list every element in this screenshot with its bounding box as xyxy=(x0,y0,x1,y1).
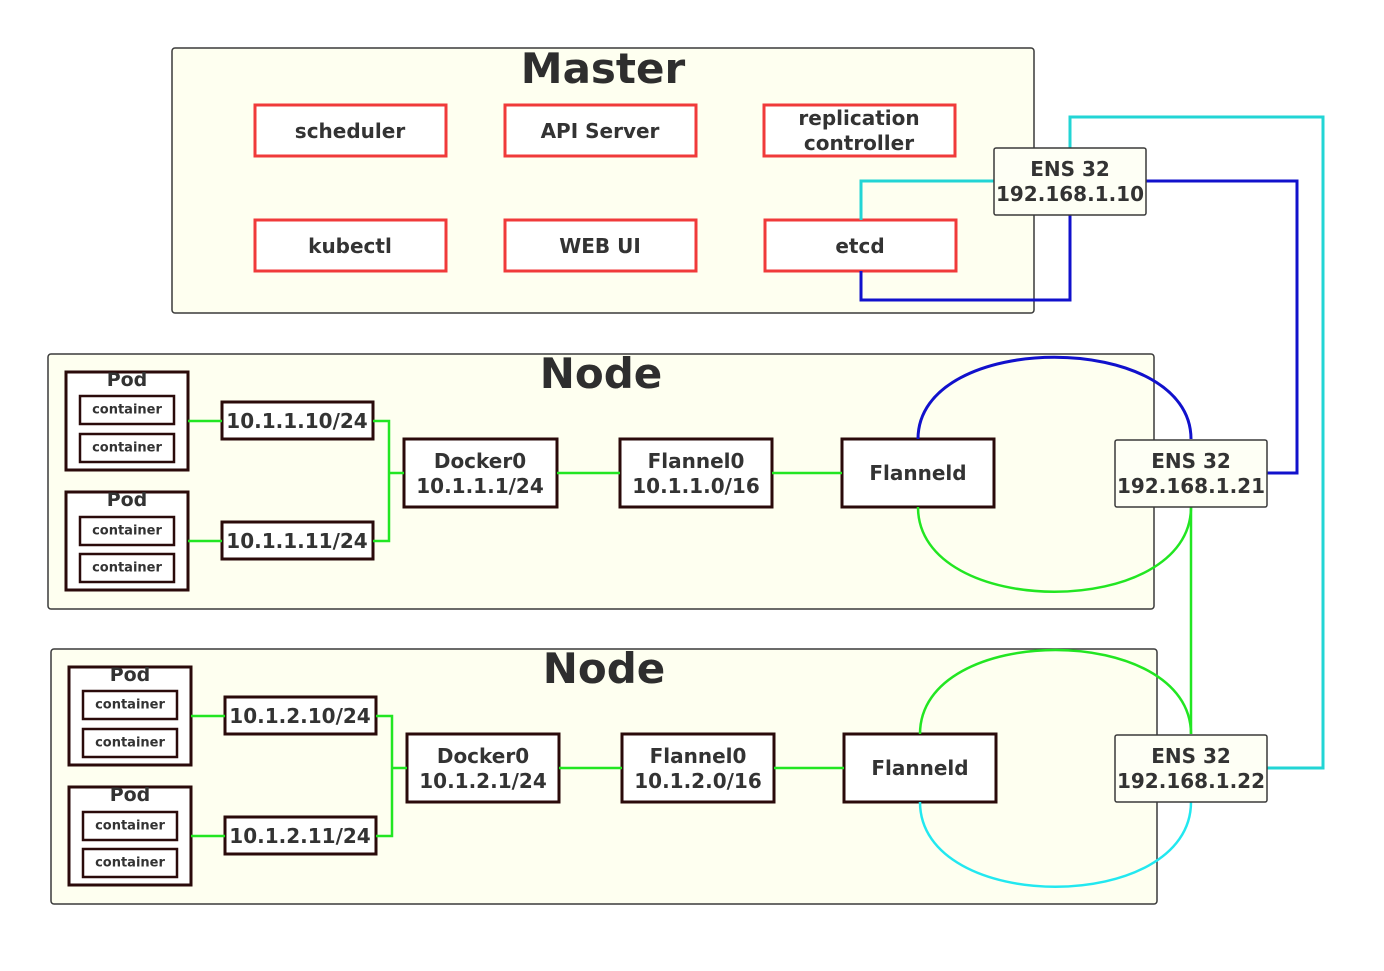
kubectl-box-border xyxy=(253,218,448,273)
node1-flanneld-label: Flanneld xyxy=(869,461,966,485)
node2-flanneld-loop-bottom xyxy=(918,801,1193,888)
node2-pod1-ip: 10.1.2.10/24 xyxy=(229,704,370,728)
node1-pod1-container1 xyxy=(78,394,176,426)
node2-flannel0-name: Flannel0 xyxy=(650,744,747,768)
node1-pod2-container1-label: container xyxy=(92,524,162,539)
node2-pod2-ip-border xyxy=(223,815,378,856)
node1-flanneld-box: Flanneld xyxy=(840,437,996,509)
node1-flanneld-loop-bottom xyxy=(916,506,1193,593)
node1-title: Node xyxy=(540,349,663,398)
node1-ens-border xyxy=(1114,439,1268,508)
replication-controller-box-border xyxy=(762,103,957,158)
node1-pod2-container2 xyxy=(78,552,176,584)
node2-ens-ip: 192.168.1.22 xyxy=(1117,769,1265,793)
web-ui-box: WEB UI xyxy=(503,218,698,273)
node2-pod1-label: Pod xyxy=(110,664,151,686)
node2-pod1-container1 xyxy=(81,689,179,721)
node2-panel: Node Pod container container Pod contain… xyxy=(50,644,1158,905)
node2-flanneld-loop-top xyxy=(918,648,1193,735)
node2-docker0-border xyxy=(405,732,561,804)
node1-docker0-ip: 10.1.1.1/24 xyxy=(416,474,544,498)
node2-flannel0-box: Flannel0 10.1.2.0/16 xyxy=(620,732,776,804)
master-ens-node2-cyan-link xyxy=(1068,115,1325,770)
node1-flannel0-name: Flannel0 xyxy=(648,449,745,473)
node2-title: Node xyxy=(543,644,666,693)
node1-flanneld-loop-top xyxy=(916,355,1193,440)
master-ens-ip: 192.168.1.10 xyxy=(996,182,1144,206)
master-title: Master xyxy=(521,44,686,93)
node2-ens-name: ENS 32 xyxy=(1151,744,1231,768)
node1-panel: Node Pod container container Pod contain… xyxy=(47,349,1155,610)
node2-docker0-ip: 10.1.2.1/24 xyxy=(419,769,547,793)
node1-pod1-ip-box: 10.1.1.10/24 xyxy=(220,400,375,441)
node2-flanneld-label: Flanneld xyxy=(871,756,968,780)
node1-pod2: Pod container container xyxy=(64,489,190,592)
master-panel: Master scheduler API Server replication … xyxy=(171,44,1035,314)
etcd-box: etcd xyxy=(763,218,958,273)
node1-docker0-box: Docker0 10.1.1.1/24 xyxy=(402,437,559,509)
web-ui-label: WEB UI xyxy=(559,234,641,258)
node1-docker0-name: Docker0 xyxy=(434,449,526,473)
node1-pod2-ip-box: 10.1.1.11/24 xyxy=(220,520,375,561)
node1-pod1-container1-label: container xyxy=(92,403,162,418)
node1-pod1-label: Pod xyxy=(107,369,148,391)
master-ens-border xyxy=(993,147,1147,216)
master-ens-name: ENS 32 xyxy=(1030,157,1110,181)
node1-ens-ip: 192.168.1.21 xyxy=(1117,474,1265,498)
connection-lines xyxy=(188,115,1325,888)
node1-ens-box: ENS 32 192.168.1.21 xyxy=(1114,439,1268,508)
scheduler-box-border xyxy=(253,103,448,158)
node2-ens-border xyxy=(1114,734,1268,803)
node2-docker0-box: Docker0 10.1.2.1/24 xyxy=(405,732,561,804)
web-ui-box-border xyxy=(503,218,698,273)
node2-pod1: Pod container container xyxy=(67,664,193,767)
node2-pod2-container2 xyxy=(81,847,179,879)
master-ens-box: ENS 32 192.168.1.10 xyxy=(993,147,1147,216)
replication-controller-box: replication controller xyxy=(762,103,957,158)
scheduler-label: scheduler xyxy=(295,119,406,143)
etcd-blue-link xyxy=(859,215,1072,302)
node1-pod1: Pod container container xyxy=(64,369,190,472)
node2-pod1-container2 xyxy=(81,727,179,759)
api-server-label: API Server xyxy=(541,119,660,143)
node2-flanneld-box: Flanneld xyxy=(842,732,998,804)
api-server-box-border xyxy=(503,103,698,158)
node1-pod2-container2-label: container xyxy=(92,561,162,576)
node2-ens-box: ENS 32 192.168.1.22 xyxy=(1114,734,1268,803)
node2-pod2-ip-box: 10.1.2.11/24 xyxy=(223,815,378,856)
node2-ip-bracket xyxy=(376,714,394,838)
node1-pod2-label: Pod xyxy=(107,489,148,511)
node1-ens-name: ENS 32 xyxy=(1151,449,1231,473)
kubectl-label: kubectl xyxy=(308,234,392,258)
kubectl-box: kubectl xyxy=(253,218,448,273)
replication-controller-label-line1: replication xyxy=(798,106,919,130)
node2-pod1-container2-label: container xyxy=(95,736,165,751)
node2-pod2-ip: 10.1.2.11/24 xyxy=(229,824,370,848)
node1-pod1-ip: 10.1.1.10/24 xyxy=(226,409,367,433)
node1-flannel0-ip: 10.1.1.0/16 xyxy=(632,474,760,498)
node2-pod2-container1 xyxy=(81,810,179,842)
scheduler-box: scheduler xyxy=(253,103,448,158)
node2-flannel0-border xyxy=(620,732,776,804)
node1-flannel0-box: Flannel0 10.1.1.0/16 xyxy=(618,437,774,509)
node1-pod2-container1 xyxy=(78,515,176,547)
replication-controller-label-line2: controller xyxy=(804,131,914,155)
node2-pod2-container1-label: container xyxy=(95,819,165,834)
node1-pod1-container2-label: container xyxy=(92,441,162,456)
node2-pod2: Pod container container xyxy=(67,784,193,887)
node2-pod2-label: Pod xyxy=(110,784,151,806)
node1-pod1-container2 xyxy=(78,432,176,464)
node2-docker0-name: Docker0 xyxy=(437,744,529,768)
api-server-box: API Server xyxy=(503,103,698,158)
node2-pod2-container2-label: container xyxy=(95,856,165,871)
etcd-label: etcd xyxy=(835,234,884,258)
node2-flannel0-ip: 10.1.2.0/16 xyxy=(634,769,762,793)
node1-ip-bracket xyxy=(373,419,391,543)
node1-pod2-ip: 10.1.1.11/24 xyxy=(226,529,367,553)
etcd-cyan-link xyxy=(859,179,994,220)
node2-pod1-container1-label: container xyxy=(95,698,165,713)
master-ens-node1-blue-link xyxy=(1146,179,1299,475)
node2-pod1-ip-box: 10.1.2.10/24 xyxy=(223,695,378,736)
